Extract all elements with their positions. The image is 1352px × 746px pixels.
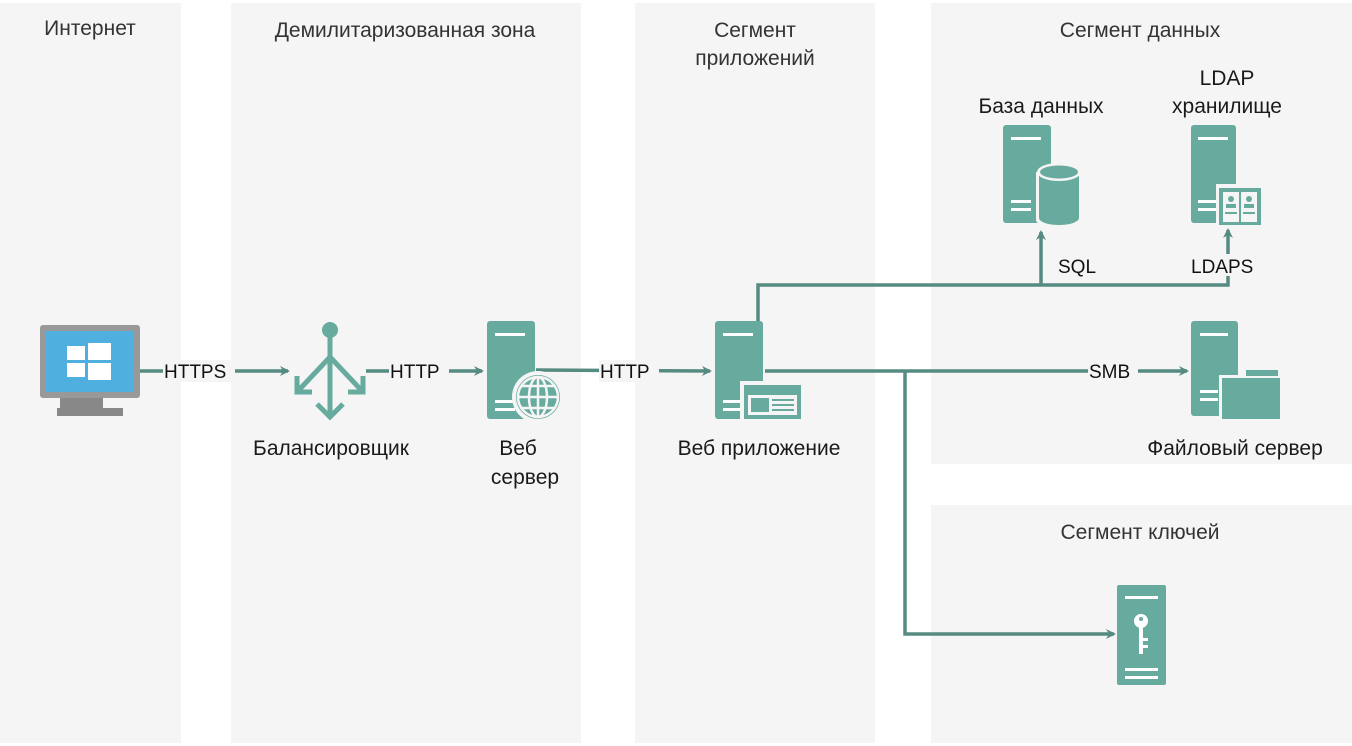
zone-title: Сегмент данных (1060, 19, 1221, 42)
database-server-icon (1003, 125, 1082, 228)
edge-label-smb: SMB (1089, 362, 1130, 383)
zone-keys: Сегмент ключей (931, 505, 1352, 743)
windows-monitor-icon (40, 325, 140, 416)
zone-title: Интернет (44, 17, 136, 40)
edge-label-ldaps: LDAPS (1191, 257, 1253, 278)
zone-data: Сегмент данных (931, 3, 1352, 464)
edge-keys (903, 371, 1116, 639)
ldap-directory-server-icon (1191, 125, 1264, 226)
edge-label-http: HTTP (390, 362, 440, 383)
web-application-icon (715, 321, 804, 422)
node-label-web-app: Веб приложение (678, 437, 841, 460)
edge-label-https: HTTPS (164, 362, 226, 383)
node-label-file-server: Файловый сервер (1147, 437, 1323, 460)
node-label-web-server: Веб (499, 437, 536, 460)
zone-title: приложений (695, 47, 815, 70)
zone-title: Демилитаризованная зона (275, 19, 536, 42)
zone-title: Сегмент ключей (1061, 521, 1220, 544)
web-server-icon (487, 321, 564, 423)
edge-label-http: HTTP (600, 362, 650, 383)
zone-title: Сегмент (714, 19, 796, 42)
node-label-ldap: хранилище (1172, 95, 1282, 118)
file-server-icon (1191, 321, 1280, 421)
edge-label-sql: SQL (1058, 257, 1096, 278)
node-label-balancer: Балансировщик (253, 437, 410, 460)
node-label-web-server: сервер (491, 466, 559, 489)
key-server-icon (1117, 585, 1166, 685)
node-label-database: База данных (978, 95, 1104, 118)
node-label-ldap: LDAP (1200, 67, 1255, 90)
load-balancer-icon (294, 322, 366, 421)
